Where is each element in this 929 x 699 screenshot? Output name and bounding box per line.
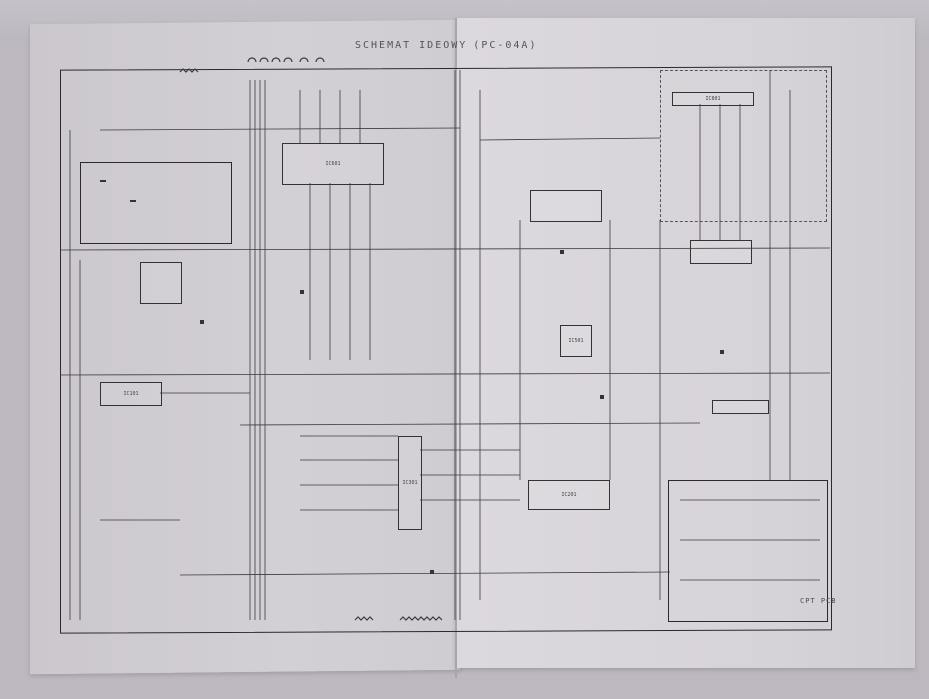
ic-center-right-top — [530, 190, 602, 222]
paper-fold-line — [455, 18, 457, 678]
sheet-right-half — [455, 18, 915, 668]
tuner-subcircuit-box — [80, 162, 232, 244]
model-text: (PC-04A) — [473, 40, 538, 51]
power-supply-area — [660, 70, 827, 222]
schematic-title: SCHEMAT IDEOWY (PC-04A) — [355, 40, 537, 51]
flyback-block — [712, 400, 769, 414]
ic-left-upper — [140, 262, 182, 304]
transformer-block — [690, 240, 752, 264]
ic-center-mid: IC501 — [560, 325, 592, 357]
ic-power-right: IC801 — [672, 92, 754, 106]
cpt-pcb-box — [668, 480, 828, 622]
ic-left-mid: IC101 — [100, 382, 162, 406]
ic-vertical: IC301 — [398, 436, 422, 530]
title-text: SCHEMAT IDEOWY — [355, 40, 468, 51]
ic-center-right: IC201 — [528, 480, 610, 510]
cpt-pcb-label: CPT PCB — [800, 597, 837, 605]
ic-main-top: IC601 — [282, 143, 384, 185]
